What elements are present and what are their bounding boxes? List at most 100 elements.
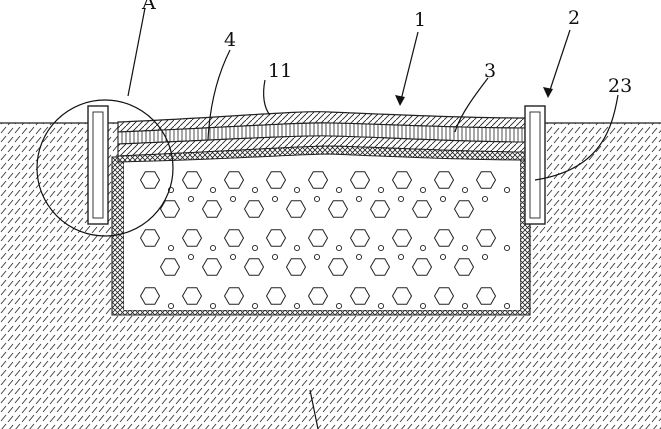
label-4: 4: [224, 29, 236, 51]
aggregate-hexagon: [159, 200, 181, 218]
callout-labels: A 4 11 1 3 2 23: [141, 0, 632, 97]
surface-layers: [117, 111, 526, 163]
label-11: 11: [268, 60, 292, 82]
aggregate-pebble: [167, 186, 175, 194]
aggregate-hexagon: [369, 258, 391, 276]
right-kerb: [524, 105, 546, 225]
aggregate-pebble: [439, 195, 447, 203]
aggregate-hexagon: [243, 200, 265, 218]
aggregate-pebble: [293, 302, 301, 310]
aggregate-pebble: [293, 186, 301, 194]
aggregate-hexagon: [475, 229, 497, 247]
aggregate-pebble: [271, 195, 279, 203]
aggregate-hexagon: [433, 287, 455, 305]
aggregate-pebble: [167, 302, 175, 310]
aggregate-hexagon: [201, 200, 223, 218]
aggregate-hexagon: [349, 287, 371, 305]
aggregate-hexagon: [285, 200, 307, 218]
aggregate-pebble: [187, 195, 195, 203]
aggregate-pebble: [461, 302, 469, 310]
aggregate-hexagon: [265, 171, 287, 189]
aggregate-pebble: [419, 302, 427, 310]
aggregate-hexagon: [201, 258, 223, 276]
aggregate-hexagon: [223, 171, 245, 189]
aggregate-hexagon: [181, 229, 203, 247]
aggregate-pebble: [313, 253, 321, 261]
aggregate-pebble: [439, 253, 447, 261]
aggregate-hexagon: [349, 171, 371, 189]
aggregate-pebble: [229, 195, 237, 203]
label-1: 1: [414, 9, 426, 31]
aggregate-hexagon: [411, 258, 433, 276]
aggregate-hexagon: [265, 229, 287, 247]
aggregate-hexagon: [411, 200, 433, 218]
aggregate-hexagon: [391, 171, 413, 189]
aggregate-pebble: [355, 195, 363, 203]
aggregate-pebble: [377, 186, 385, 194]
aggregate-fill: [124, 150, 520, 310]
aggregate-hexagon: [307, 171, 329, 189]
aggregate-pebble: [335, 244, 343, 252]
aggregate-pebble: [187, 253, 195, 261]
aggregate-hexagon: [223, 229, 245, 247]
aggregate-pebble: [251, 244, 259, 252]
label-23: 23: [608, 75, 632, 97]
aggregate-pebble: [209, 186, 217, 194]
aggregate-hexagon: [391, 287, 413, 305]
aggregate-hexagon: [327, 258, 349, 276]
aggregate-pebble: [335, 302, 343, 310]
aggregate-pebble: [293, 244, 301, 252]
aggregate-hexagon: [159, 258, 181, 276]
aggregate-pebble: [209, 244, 217, 252]
left-kerb: [87, 105, 109, 225]
aggregate-hexagon: [349, 229, 371, 247]
aggregate-pebble: [397, 253, 405, 261]
aggregate-hexagon: [433, 229, 455, 247]
aggregate-pebble: [251, 302, 259, 310]
label-a: A: [141, 0, 156, 14]
detail-circle-a: [36, 99, 174, 237]
aggregate-hexagon: [475, 171, 497, 189]
leader-lines: [127, 7, 619, 429]
aggregate-pebble: [419, 244, 427, 252]
aggregate-hexagon: [475, 287, 497, 305]
aggregate-pebble: [355, 253, 363, 261]
aggregate-hexagon: [243, 258, 265, 276]
aggregate-hexagon: [369, 200, 391, 218]
aggregate-pebble: [397, 195, 405, 203]
aggregate-hexagon: [181, 287, 203, 305]
aggregate-hexagon: [139, 229, 161, 247]
aggregate-hexagon: [307, 229, 329, 247]
aggregate-hexagon: [139, 287, 161, 305]
aggregate-pebble: [377, 302, 385, 310]
aggregate-pebble: [461, 244, 469, 252]
aggregate-pebble: [167, 244, 175, 252]
aggregate-hexagon: [327, 200, 349, 218]
aggregate-pebble: [503, 302, 511, 310]
aggregate-pebble: [419, 186, 427, 194]
label-2: 2: [568, 7, 580, 29]
label-3: 3: [484, 60, 496, 82]
aggregate-hexagon: [265, 287, 287, 305]
aggregate-pebble: [377, 244, 385, 252]
aggregate-pebble: [229, 253, 237, 261]
aggregate-hexagon: [453, 258, 475, 276]
aggregate-hexagon: [139, 171, 161, 189]
aggregate-pebble: [503, 186, 511, 194]
aggregate-pebble: [271, 253, 279, 261]
aggregate-hexagon: [391, 229, 413, 247]
aggregate-pebble: [481, 195, 489, 203]
aggregate-hexagon: [453, 200, 475, 218]
aggregate-pebble: [481, 253, 489, 261]
aggregate-pebble: [335, 186, 343, 194]
aggregate-pebble: [461, 186, 469, 194]
arrowheads: [395, 87, 553, 106]
aggregate-hexagon: [181, 171, 203, 189]
aggregate-hexagon: [223, 287, 245, 305]
aggregate-hexagon: [285, 258, 307, 276]
aggregate-hexagon: [433, 171, 455, 189]
aggregate-pebble: [313, 195, 321, 203]
aggregate-pebble: [503, 244, 511, 252]
aggregate-pebble: [251, 186, 259, 194]
